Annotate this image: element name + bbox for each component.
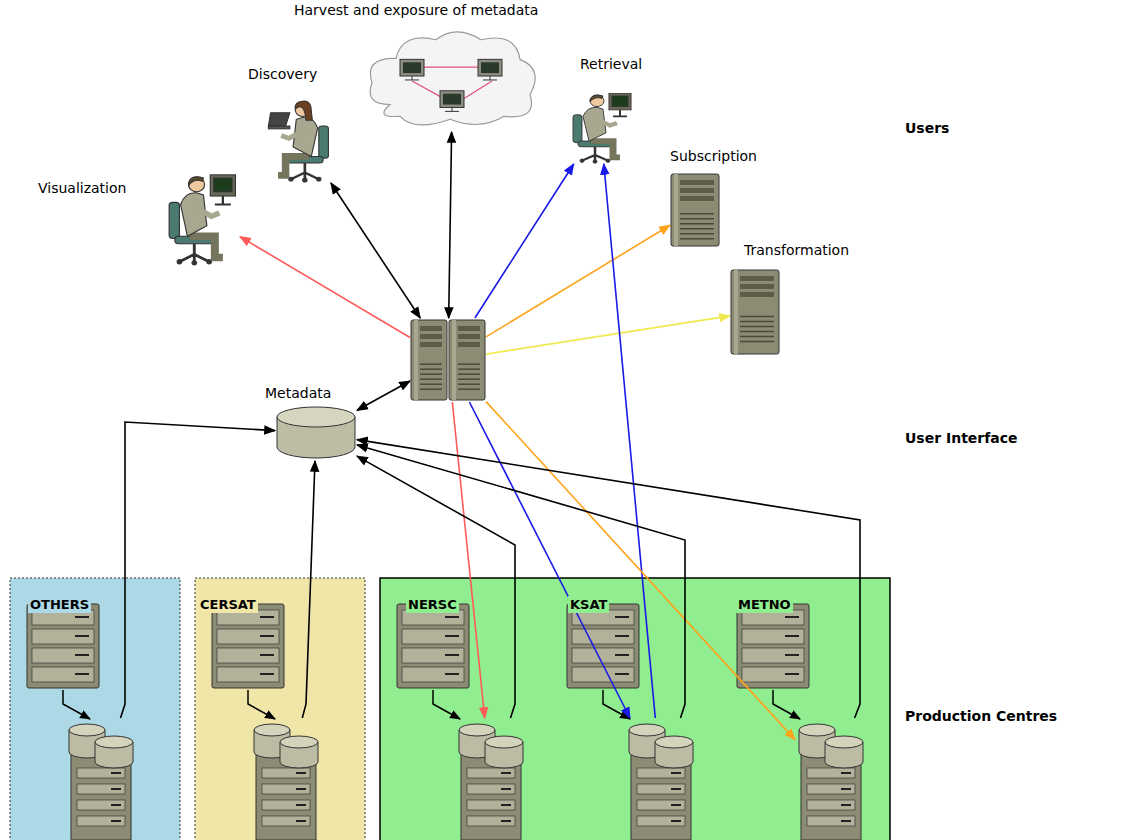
centre-name: OTHERS xyxy=(28,596,91,613)
user-icon xyxy=(160,160,240,266)
connector-arrow xyxy=(486,225,670,337)
connector-arrow xyxy=(469,402,630,718)
system-node: Discovery xyxy=(262,88,337,183)
storage-icon xyxy=(455,718,527,840)
system-node: Retrieval xyxy=(565,82,635,164)
node-label: Metadata xyxy=(265,385,331,402)
connector-arrow xyxy=(452,402,484,718)
connector-arrow xyxy=(486,402,795,740)
connector-arrow xyxy=(240,237,410,338)
centre-band xyxy=(10,578,180,840)
centre-name: CERSAT xyxy=(198,596,258,613)
node-label: Harvest and exposure of metadata xyxy=(294,2,538,19)
server-icon xyxy=(730,268,780,356)
storage-icon xyxy=(65,718,137,840)
production-centre: KSAT xyxy=(625,718,697,840)
feed-arrows xyxy=(63,690,800,719)
connector-arrow xyxy=(475,164,574,318)
storage-icon xyxy=(250,718,322,840)
layer-label: Users xyxy=(905,120,949,136)
system-node: Transformation xyxy=(730,268,780,356)
connector-arrow xyxy=(302,461,315,718)
node-label: Retrieval xyxy=(580,56,642,73)
storage-icon xyxy=(795,718,867,840)
centre-band xyxy=(380,578,890,840)
server-icon xyxy=(670,172,720,248)
connector-arrow xyxy=(449,132,452,318)
system-node: Metadata xyxy=(275,405,357,461)
node-label: Transformation xyxy=(744,242,849,259)
production-centre: OTHERS xyxy=(65,718,137,840)
connector-arrow xyxy=(357,445,685,718)
node-label: Discovery xyxy=(248,66,317,83)
centre-band xyxy=(195,578,365,840)
node-label: Visualization xyxy=(38,180,126,197)
centre-name: NERSC xyxy=(406,596,459,613)
system-node xyxy=(410,318,486,402)
network-cloud xyxy=(360,24,545,132)
connector-arrow xyxy=(357,456,515,718)
centre-name: KSAT xyxy=(568,596,609,613)
production-servers xyxy=(27,604,809,688)
connector-arrow xyxy=(357,381,410,410)
database-icon xyxy=(275,405,357,461)
server-icon xyxy=(410,318,486,402)
node-label: Subscription xyxy=(670,148,757,165)
connector-arrow xyxy=(486,316,730,354)
production-centre: NERSC xyxy=(455,718,527,840)
connector-arrow xyxy=(604,164,656,718)
storage-icon xyxy=(625,718,697,840)
production-centre: METNO xyxy=(795,718,867,840)
system-node: Visualization xyxy=(160,160,240,266)
production-centre: CERSAT xyxy=(250,718,322,840)
user-icon xyxy=(565,82,635,164)
layer-label: User Interface xyxy=(905,430,1018,446)
system-node: Subscription xyxy=(670,172,720,248)
connector-arrow xyxy=(357,440,860,718)
centre-name: METNO xyxy=(736,596,793,613)
system-node: Harvest and exposure of metadata xyxy=(360,24,545,132)
user-icon xyxy=(262,88,337,183)
layer-label: Production Centres xyxy=(905,708,1057,724)
connector-arrow xyxy=(121,422,276,718)
